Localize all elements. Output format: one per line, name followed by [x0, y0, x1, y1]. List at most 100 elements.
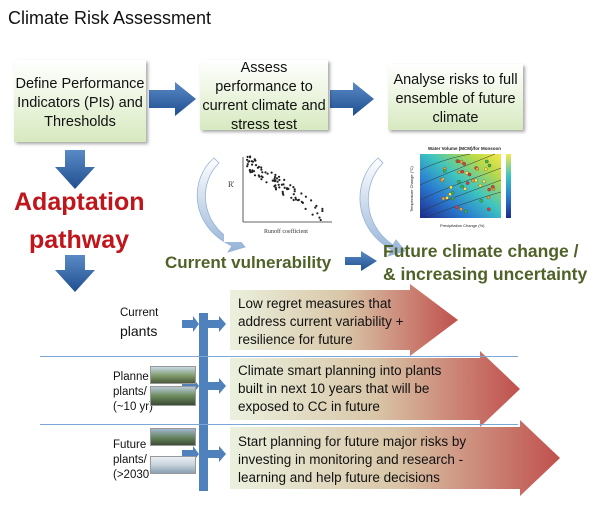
arrow-current-to-future	[345, 251, 377, 271]
contour-point	[491, 185, 495, 189]
scatter-point	[246, 165, 249, 168]
pathway-bar	[199, 313, 208, 491]
scatter-point	[304, 207, 307, 210]
measure-current-line2: address current variability +	[238, 314, 404, 329]
curved-arrow-future	[359, 157, 406, 257]
contour-point	[483, 167, 488, 172]
scatter-point	[273, 175, 277, 179]
scatter-point	[314, 206, 317, 209]
scatter-point	[251, 163, 254, 166]
arrow-down-to-adaptation	[55, 150, 95, 189]
scatter-point	[254, 164, 258, 167]
plant-label-future: Future plants/ (>2030	[113, 438, 149, 483]
plant-label-future-line1: Future	[113, 439, 147, 451]
photo-future-1	[150, 428, 196, 446]
plant-label-planned-line1: Planne	[113, 371, 149, 383]
scatter-plot: R̓ Runoff coefficient	[224, 152, 340, 242]
contour-point	[457, 170, 461, 174]
scatter-point	[249, 156, 252, 159]
scatter-point	[280, 183, 283, 186]
scatter-point	[310, 199, 313, 202]
scatter-point	[278, 186, 281, 189]
step-define-pis: Define Performance Indicators (PIs) and …	[14, 60, 146, 142]
scatter-point	[265, 181, 268, 184]
contour-point	[455, 205, 459, 209]
plant-label-planned-line3: (~10 yr)	[113, 401, 153, 413]
contour-point	[467, 172, 472, 177]
scatter-point	[260, 168, 263, 171]
scatter-point	[246, 158, 249, 161]
measure-current-text: Low regret measures that address current…	[238, 295, 403, 349]
scatter-point	[318, 216, 321, 219]
scatter-point	[260, 175, 263, 178]
scatter-point	[311, 213, 314, 216]
curved-arrow-current	[196, 157, 246, 253]
contour-point	[441, 196, 446, 201]
contour-point	[486, 195, 491, 200]
scatter-point	[278, 178, 281, 182]
adaptation-title-line2: pathway	[28, 226, 130, 254]
scatter-point	[271, 179, 274, 182]
contour-point	[465, 181, 470, 185]
scatter-point	[294, 196, 297, 199]
contour-point	[451, 196, 455, 201]
divider-2	[40, 424, 518, 425]
scatter-point	[274, 179, 277, 182]
scatter-point	[251, 160, 255, 163]
measure-future-line1: Start planning for future major risks by	[238, 434, 467, 449]
plant-label-future-line3: (>2030	[113, 469, 150, 481]
contour-point	[442, 169, 447, 173]
scatter-point	[300, 200, 303, 203]
contour-point	[487, 207, 491, 212]
scatter-point	[293, 188, 296, 191]
contour-title: Water Volume (MCM)/for Monsoon	[428, 146, 501, 151]
contour-point	[456, 159, 460, 164]
contour-point	[464, 171, 469, 175]
scatter-point	[253, 174, 257, 177]
photo-future-2	[150, 456, 196, 474]
measure-future-line2: investing in monitoring and research -	[238, 452, 464, 467]
scatter-point	[246, 155, 249, 158]
contour-point	[440, 178, 444, 182]
step-analyse-risks: Analyse risks to full ensemble of future…	[388, 64, 523, 130]
plant-label-current-line2: plants	[120, 323, 158, 339]
scatter-point	[300, 192, 303, 195]
scatter-point	[273, 177, 276, 180]
scatter-point	[264, 171, 267, 174]
scatter-point	[292, 198, 295, 202]
photo-planned-1	[150, 366, 196, 384]
scatter-point	[277, 175, 281, 178]
scatter-point	[276, 180, 279, 183]
contour-plot: Water Volume (MCM)/for Monsoon Precipita…	[398, 143, 518, 229]
contour-point	[445, 196, 449, 200]
arrow-step2-to-step3	[330, 82, 374, 116]
contour-point	[478, 183, 483, 188]
measure-planned-text: Climate smart planning into plants built…	[238, 362, 441, 416]
plant-label-current: Current plants	[120, 306, 158, 339]
contour-point	[463, 209, 468, 214]
scatter-point	[293, 190, 296, 193]
measure-current-line3: resilience for future	[238, 332, 353, 347]
scatter-point	[292, 186, 295, 189]
scatter-point	[260, 166, 263, 169]
scatter-point	[251, 170, 254, 173]
scatter-point	[290, 196, 293, 199]
measure-arrow-current	[230, 284, 458, 356]
page-title: Climate Risk Assessment	[8, 8, 212, 28]
scatter-point	[316, 212, 319, 215]
scatter-point	[292, 193, 295, 196]
contour-point	[463, 187, 467, 191]
measure-arrow-future	[230, 420, 560, 496]
plant-label-planned-line2: plants/	[113, 386, 147, 398]
connector-planned-out	[208, 378, 226, 394]
scatter-point	[260, 178, 263, 181]
measure-planned-line2: built in next 10 years that will be	[238, 381, 430, 396]
scatter-xlabel: Runoff coefficient	[264, 228, 308, 235]
plant-label-future-line2: plants/	[113, 454, 147, 466]
plant-label-planned: Planne plants/ (~10 yr)	[113, 370, 153, 415]
contour-point	[485, 159, 489, 164]
scatter-point	[319, 218, 322, 222]
scatter-point	[257, 165, 260, 168]
future-climate-label-line1: Future climate change /	[383, 241, 579, 261]
